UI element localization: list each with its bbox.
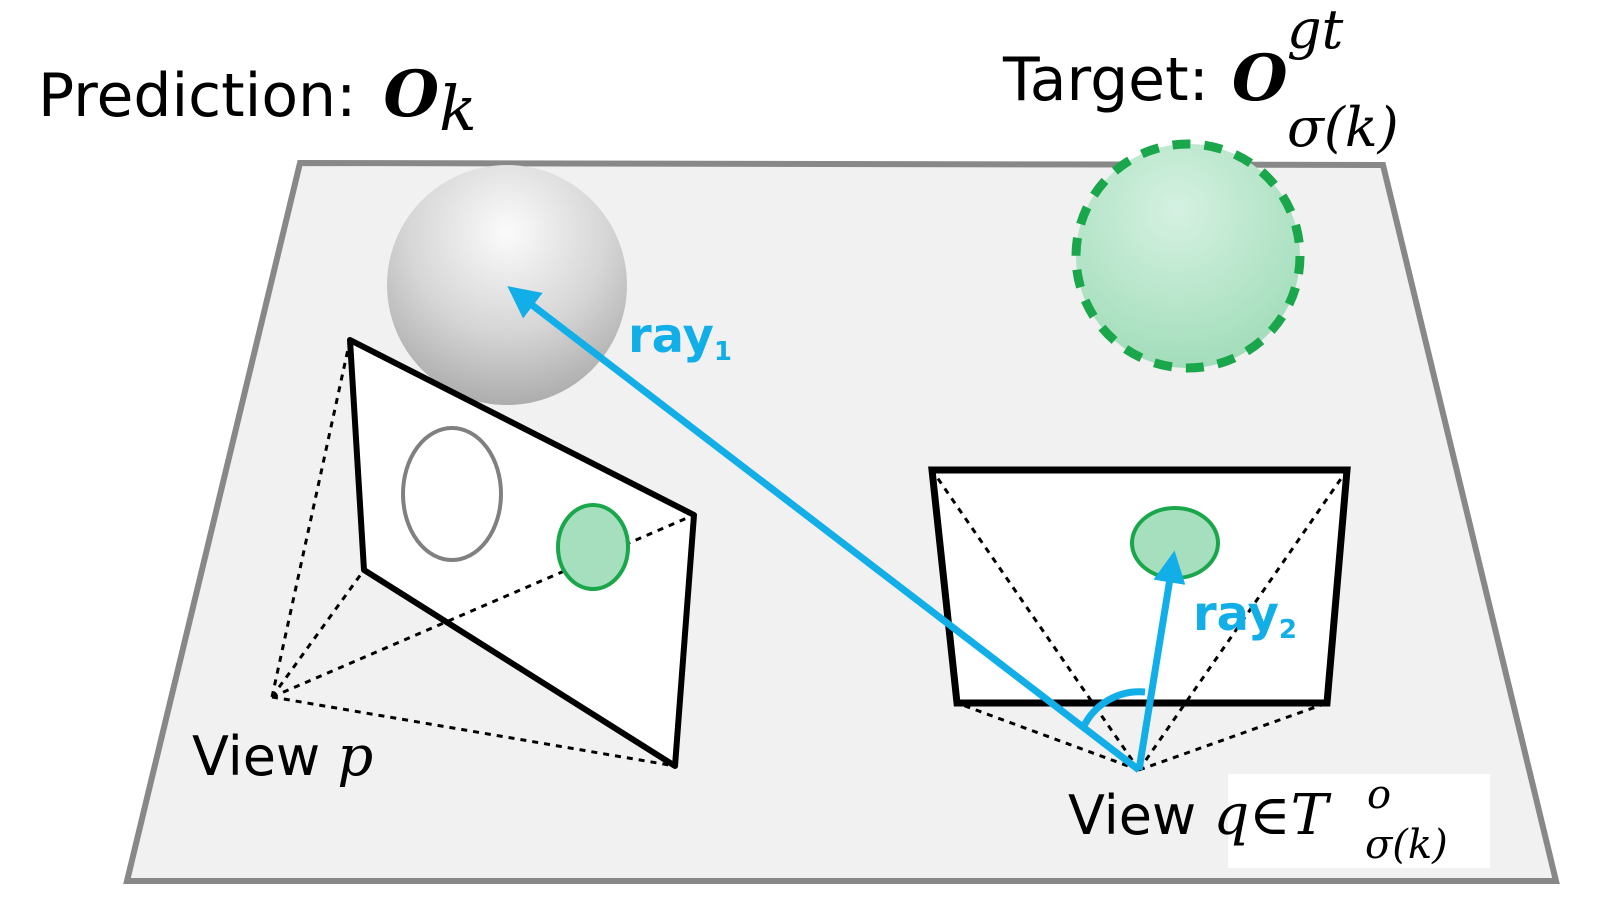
target-superscript: gt [1287,0,1344,61]
prediction-sphere [387,165,627,405]
view-p-label: View p [192,724,373,789]
target-label: Target: O [1002,41,1288,116]
view-q-label-backdrop [1228,774,1490,868]
view-p-prediction-projection [401,426,503,562]
view-q-subscript: σ(k) [1365,822,1448,868]
target-sphere [1071,139,1305,373]
target-subscript: σ(k) [1287,96,1399,159]
view-p-camera [270,337,697,769]
angle-arc [1079,688,1146,730]
ray2-label: ray2 [1193,586,1297,645]
ray1-label: ray1 [628,308,732,367]
prediction-label: Prediction: Ok [38,57,477,145]
ray2-arrow [1135,550,1186,771]
view-q-superscript: o [1367,772,1391,818]
view-p-target-projection [556,503,630,591]
view-q-image-plane [928,466,1351,707]
view-q-label: View q∈T [1068,783,1332,848]
ray1-arrow [507,286,1142,773]
view-q-camera [928,466,1351,772]
